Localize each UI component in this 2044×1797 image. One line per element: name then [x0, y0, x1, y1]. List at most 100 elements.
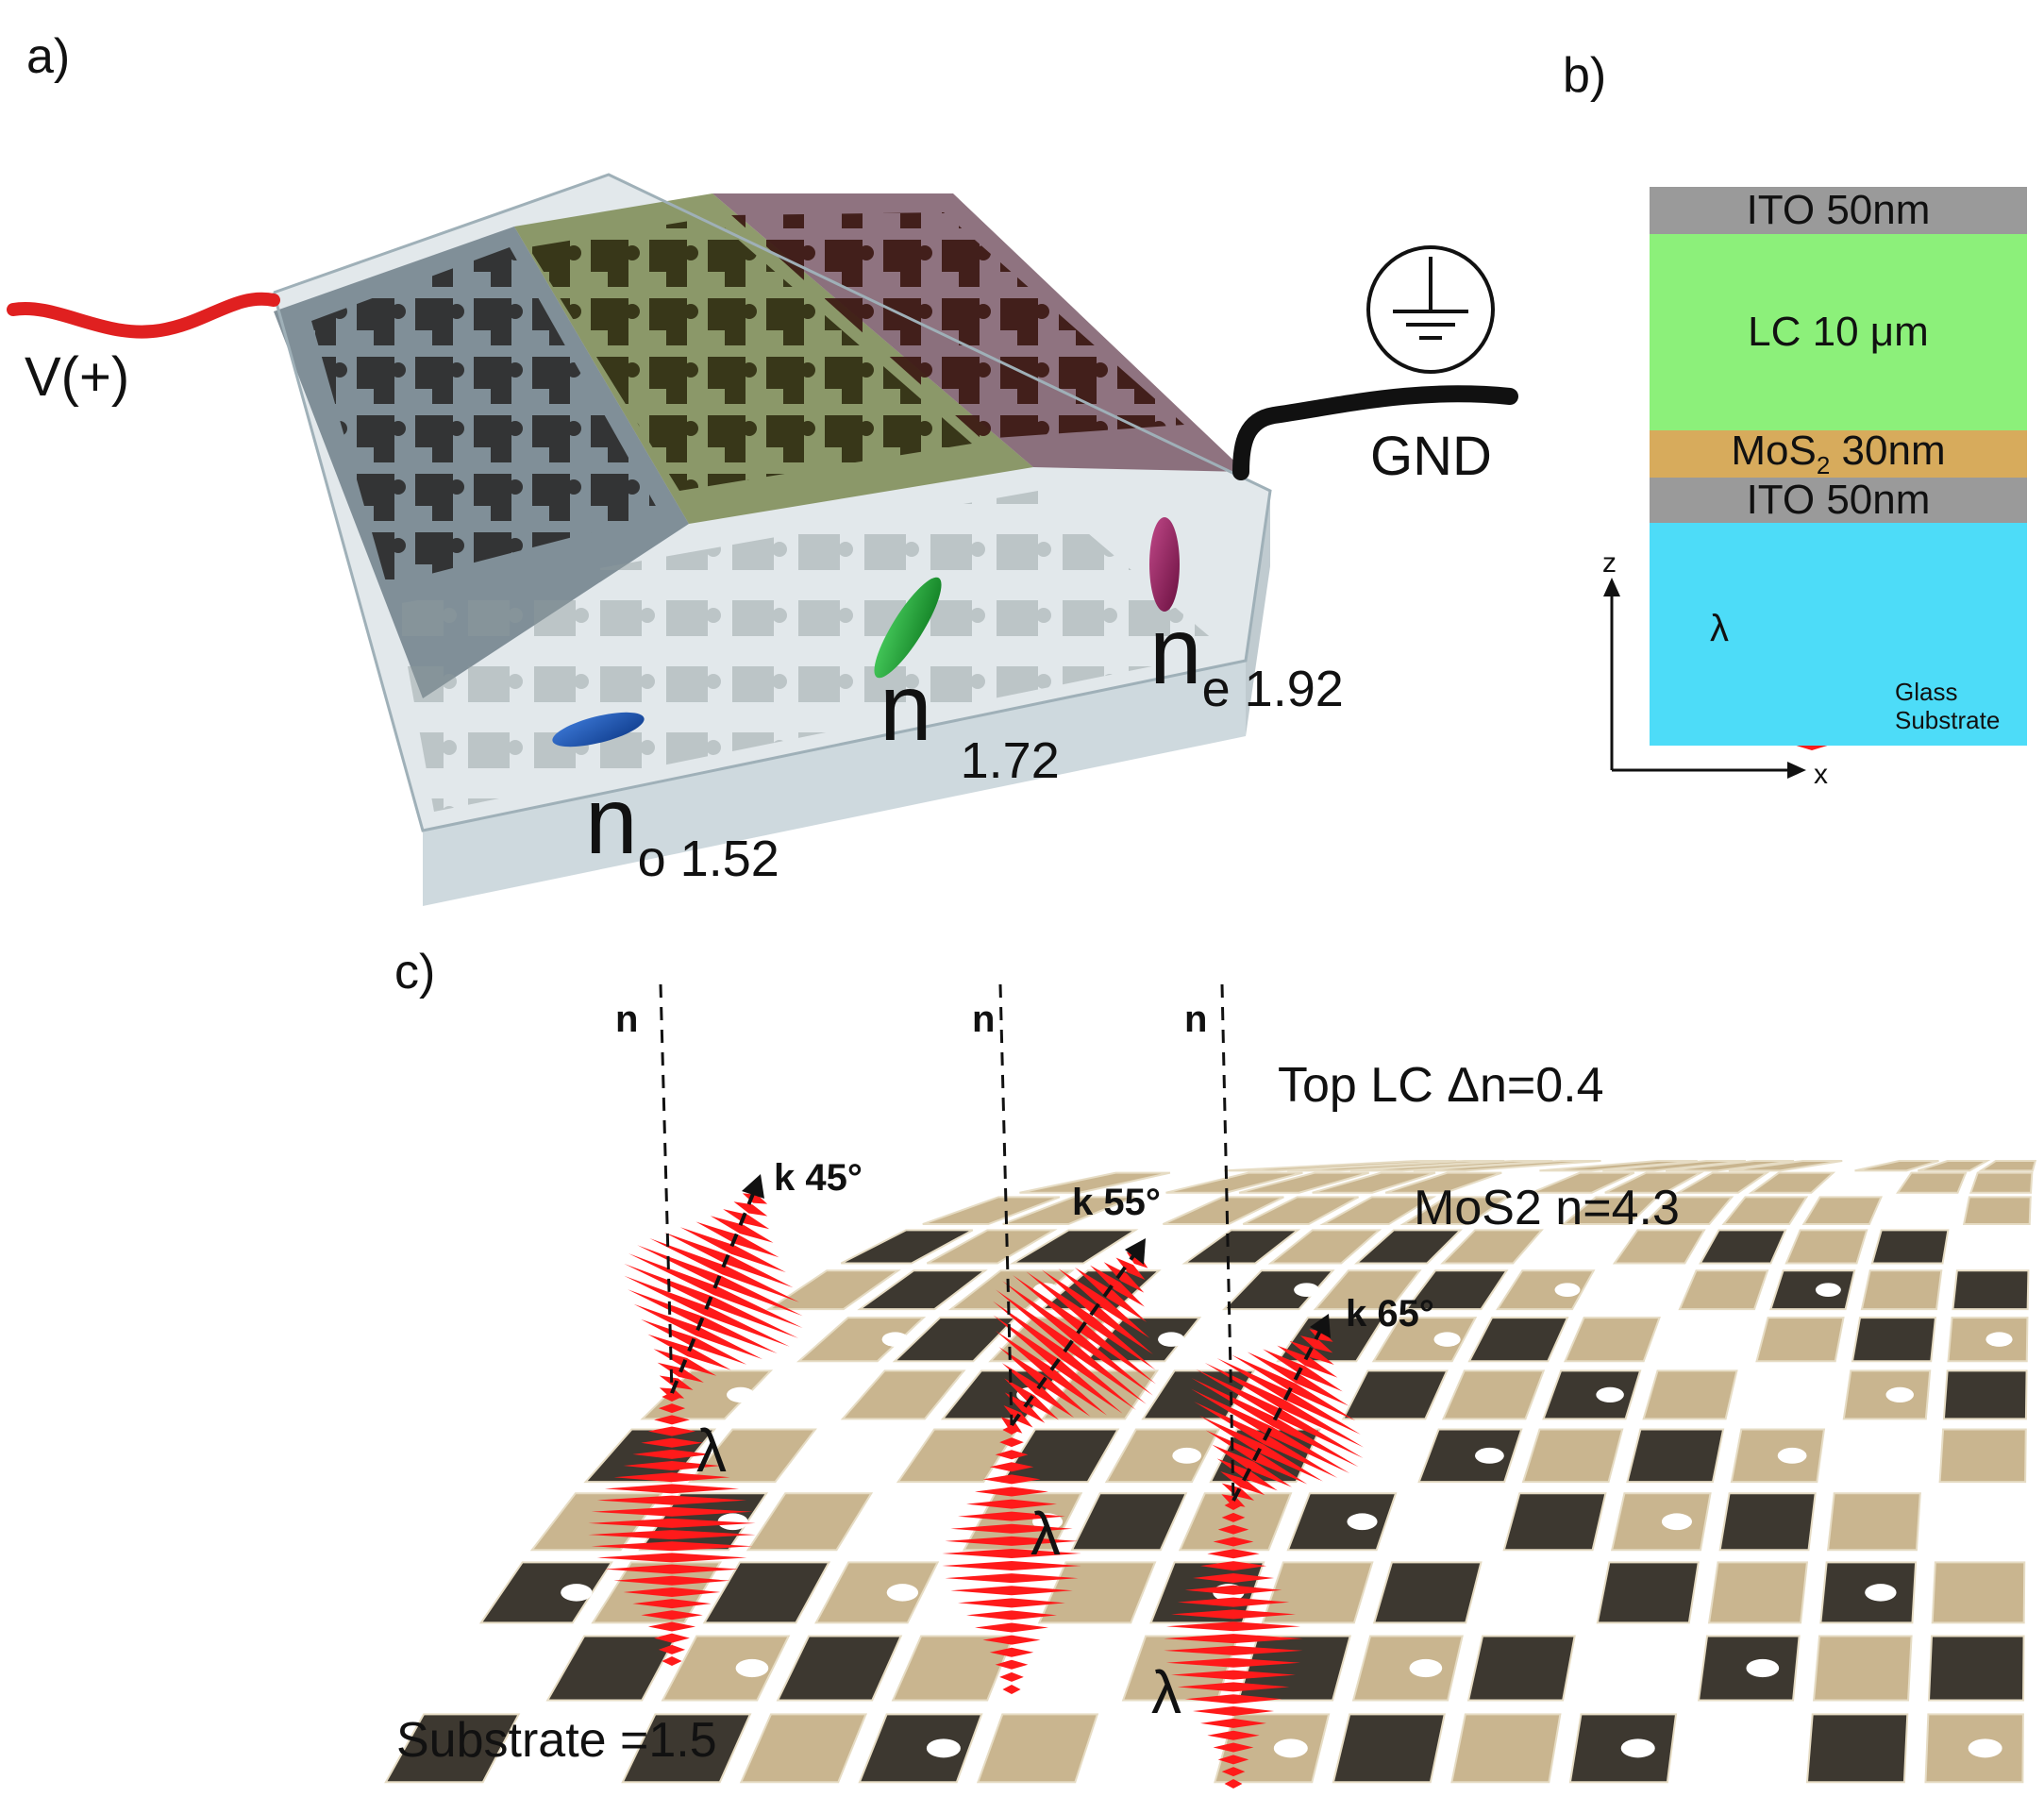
meta-tile [1372, 1561, 1483, 1624]
meta-tile [1236, 1635, 1351, 1702]
tiles-region-green [528, 217, 972, 491]
meta-tile [1399, 1196, 1511, 1226]
meta-tile [1467, 1317, 1569, 1363]
wave-spike [1200, 1718, 1266, 1728]
wave-spike [1164, 1645, 1303, 1655]
meta-tile [1441, 1369, 1546, 1420]
wave-spike [658, 1403, 686, 1414]
tile-hole [1815, 1283, 1841, 1298]
voltage-label: V(+) [25, 346, 130, 408]
meta-tile [1938, 1428, 2027, 1484]
wave-spike [1115, 1257, 1146, 1280]
wave-spike [637, 1245, 803, 1317]
wave-spike [989, 1647, 1034, 1657]
wave-spike [1170, 1609, 1297, 1620]
meta-tile [1604, 1171, 1704, 1194]
device-front-face [423, 661, 1246, 906]
meta-tile [814, 1561, 940, 1624]
meta-tile [1037, 1561, 1157, 1624]
index-subscript: o 1.52 [637, 831, 779, 887]
meta-tile [1450, 1713, 1562, 1784]
wave-spike [1224, 1779, 1243, 1789]
wave-spike [1090, 1265, 1145, 1307]
top-lc-label: Top LC Δn=0.4 [1278, 1058, 1604, 1113]
wave-spike [591, 1506, 753, 1517]
meta-tile [1319, 1196, 1437, 1226]
wave-spike [710, 1216, 774, 1243]
tile-hole [1661, 1513, 1693, 1531]
wave-spike [654, 1415, 690, 1425]
meta-tile [1466, 1635, 1576, 1702]
meta-tile [621, 1713, 752, 1784]
meta-tile [776, 1635, 903, 1702]
layer-ito-bottom: ITO 50nm [1650, 477, 2027, 523]
meta-tile [1674, 1171, 1770, 1194]
wave-spike [950, 1523, 1073, 1534]
wave-spike [596, 1495, 747, 1505]
tile-hole [717, 1513, 748, 1531]
axis-z-label: z [1602, 547, 1617, 579]
meta-tile [1564, 1317, 1661, 1363]
meta-tile [1349, 1160, 1553, 1172]
normal-label-1: n [615, 999, 639, 1040]
meta-tile [1009, 1229, 1139, 1265]
wave-vector-arrows [670, 1188, 1323, 1502]
meta-tile [1851, 1317, 1937, 1363]
wave-spike [950, 1586, 1073, 1596]
meta-tile [1521, 1428, 1624, 1484]
meta-tile [1596, 1561, 1700, 1624]
tile-hole [561, 1584, 593, 1602]
wave-spike [662, 1656, 682, 1666]
wave-spike [989, 1462, 1034, 1472]
wave-spike [995, 1659, 1029, 1670]
wave-spike [628, 1253, 803, 1329]
tile-hole [1172, 1447, 1202, 1464]
wave-spike [1231, 1354, 1356, 1421]
tile-hole [1294, 1283, 1320, 1298]
wave-spike [1217, 1755, 1249, 1765]
meta-tile [1332, 1713, 1446, 1784]
meta-tile [1404, 1269, 1509, 1311]
meta-tile [1224, 1160, 1457, 1172]
meta-tile [962, 1492, 1083, 1552]
meta-tile [1642, 1369, 1738, 1420]
wave-spike [1217, 1524, 1249, 1535]
wave-spike [588, 1518, 756, 1528]
tile-hole [1409, 1658, 1443, 1678]
wave-spike [1220, 1471, 1265, 1496]
meta-tile [1931, 1561, 2026, 1624]
meta-tile [1678, 1269, 1769, 1311]
meta-tile [1341, 1369, 1449, 1420]
tile-hole [926, 1738, 961, 1758]
meta-tile [1312, 1171, 1436, 1194]
wave-spike [1247, 1352, 1349, 1406]
tile-hole [735, 1658, 769, 1678]
layer-glass-substrate [1650, 523, 2027, 746]
wave-spike [1192, 1706, 1275, 1717]
meta-tile [746, 1492, 874, 1552]
wave-spike [1103, 1262, 1145, 1293]
panel-label-a: a) [26, 29, 71, 84]
meta-tile [1942, 1369, 2028, 1420]
meta-tile [1002, 1196, 1135, 1226]
meta-tile [1826, 1492, 1921, 1552]
meta-tile [840, 1369, 966, 1420]
wave-spike [1198, 1415, 1323, 1482]
index-symbol: n [880, 655, 932, 761]
wave-spike [999, 1437, 1024, 1448]
meta-tile [796, 1317, 927, 1363]
wave-vector-arrowheads [742, 1174, 1331, 1338]
meta-tile [702, 1561, 831, 1624]
wave-spike [1221, 1512, 1246, 1522]
tile-hole [1865, 1584, 1897, 1602]
meta-tile [1748, 1171, 1836, 1194]
lambda-label-c1: λ [696, 1417, 727, 1485]
meta-tile [1665, 1160, 1795, 1172]
meta-tile [1371, 1317, 1478, 1363]
index-subscript: e 1.92 [1201, 661, 1344, 717]
lambda-label-b: λ [1710, 608, 1729, 649]
wave-spike [975, 1486, 1048, 1497]
substrate-line-2: Substrate [1895, 706, 2001, 734]
